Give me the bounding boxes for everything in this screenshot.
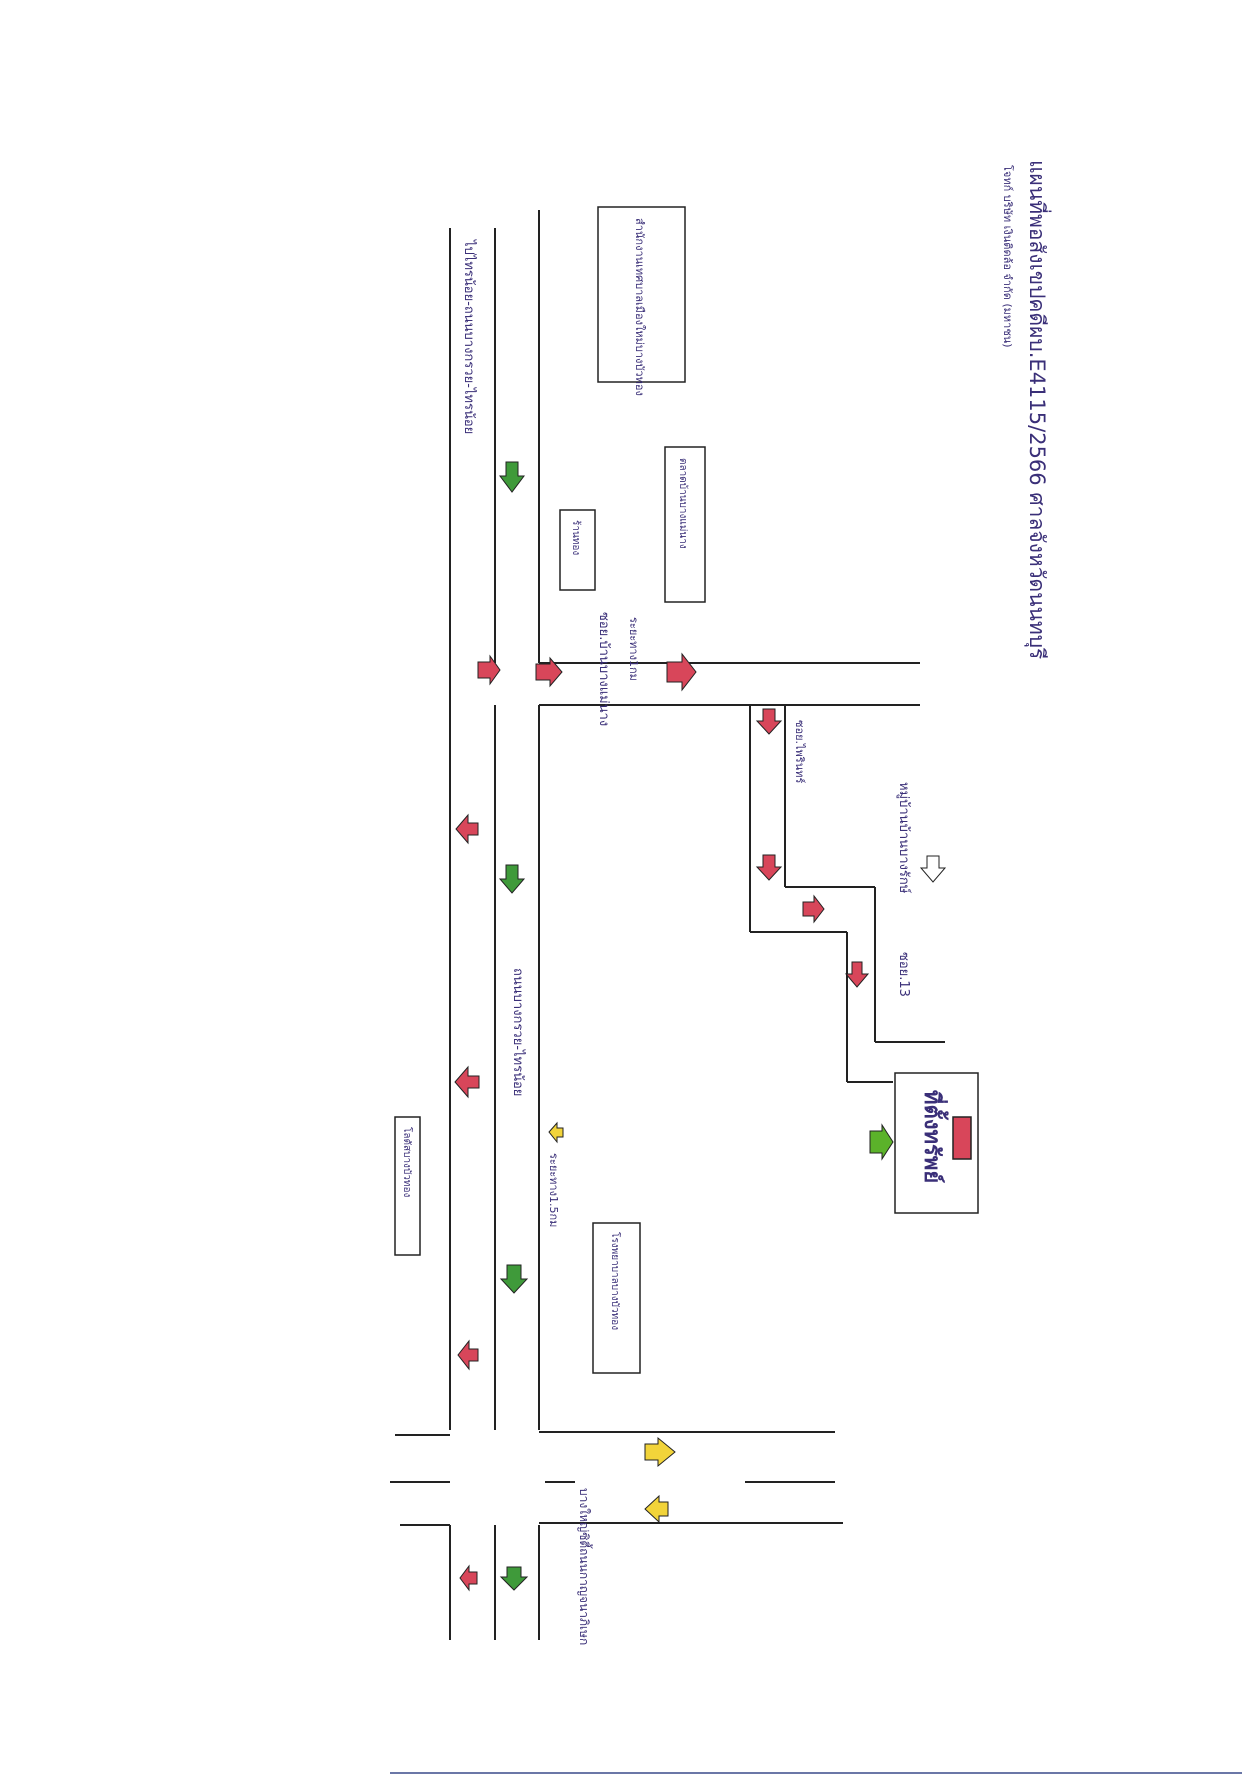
arrow-down-icon: [755, 854, 783, 881]
distance-1km-label: ระยะทาง1กม: [627, 617, 640, 681]
arrow-down-icon: [919, 855, 947, 883]
property-marker: [952, 1116, 972, 1160]
arrow-right-icon: [535, 656, 563, 688]
cross-road-label: บางใหญ่ซิตี้ถนนกาญจนาภิเษก: [577, 1488, 593, 1645]
arrow-down-icon: [499, 461, 525, 493]
arrow-down-icon: [499, 1264, 529, 1294]
soi-13-label: ซอย.13: [896, 952, 911, 997]
map-title: แผนที่พอสังเขปคดีผบ.E4115/2566 ศาลจังหวั…: [1024, 160, 1052, 659]
arrow-down-icon: [844, 961, 870, 988]
road-lines: [390, 210, 945, 1640]
arrow-left-icon: [454, 1065, 480, 1099]
arrow-down-icon: [499, 1566, 529, 1591]
down-arrows: [498, 461, 947, 1591]
distance-15km-label: ระยะทาง1.5กม: [547, 1153, 560, 1227]
arrow-right-icon: [666, 652, 697, 692]
map-labels: แผนที่พอสังเขปคดีผบ.E4115/2566 ศาลจังหวั…: [401, 160, 1052, 1645]
property-arrow-icon: [869, 1123, 894, 1161]
arrow-left-icon: [548, 1121, 564, 1144]
hospital-label: โรงพยาบาลบางบัวทอง: [609, 1232, 622, 1330]
village-label: หมู่บ้านบ้านบางรักษ์: [896, 782, 912, 894]
gold-shop-box: [559, 509, 596, 591]
lotus-label: โลตัสบางบัวทอง: [401, 1127, 414, 1198]
municipal-office-label-line1: สำนักงานเทศบาลเมืองใหม่บางบัวทอง: [633, 218, 646, 396]
gold-shop-label: ร้านทอง: [570, 520, 582, 555]
arrow-right-icon: [477, 654, 501, 686]
property-label: ที่ตั้งทรัพย์: [919, 1090, 949, 1183]
map-subtitle: โจทก์ บริษัท เงินติดล้อ จำกัด (มหาชน): [1001, 165, 1015, 348]
arrow-right-icon: [644, 1436, 676, 1468]
arrow-left-icon: [455, 813, 479, 845]
market-label: ตลาดบ้านบางแม่นาง: [677, 458, 689, 549]
right-arrows: [477, 652, 894, 1468]
lotus-box: [394, 1116, 421, 1256]
arrow-down-icon: [498, 864, 526, 894]
soi-bangmaenang-label: ซอย.บ้านบางแม่นาง: [596, 612, 611, 726]
arrow-right-icon: [802, 894, 825, 924]
main-road-lower-label: ถนนบางกรวย-ไทรน้อย: [510, 968, 526, 1096]
soi-phairin-label: ซอย.ไพรินทร์: [793, 720, 806, 783]
arrow-left-icon: [457, 1339, 479, 1371]
market-box: [664, 446, 706, 603]
left-arrows: [454, 813, 669, 1592]
arrow-left-icon: [644, 1494, 669, 1524]
hospital-box: [592, 1222, 641, 1374]
arrow-left-icon: [459, 1564, 478, 1592]
municipal-office-box: [597, 206, 686, 383]
arrow-down-icon: [755, 708, 783, 735]
main-road-upper-label: ไปไทรน้อย-ถนนบางกรวย-ไทรน้อย: [461, 239, 477, 434]
landmark-boxes: [394, 206, 979, 1374]
property-box: [894, 1072, 979, 1214]
